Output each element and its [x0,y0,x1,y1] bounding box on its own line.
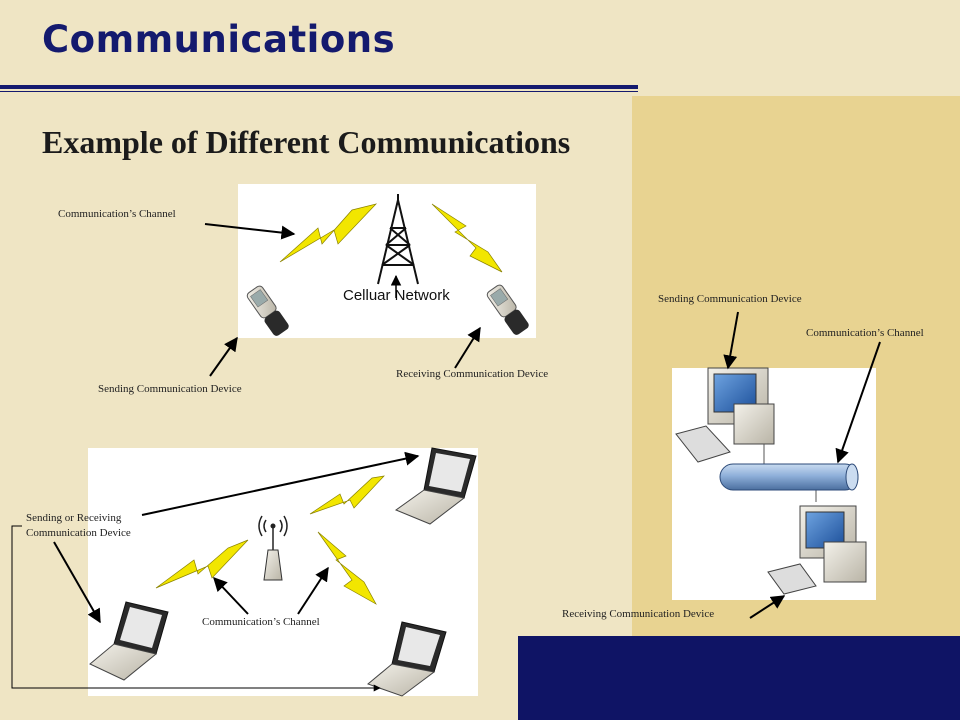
laptop-icon [367,621,447,697]
navy-corner-block [518,636,960,720]
laptop-icon [394,447,477,525]
wireless-router-icon [258,515,288,581]
sending-arrow [209,336,238,377]
laptop-icon [89,601,169,681]
slide-subtitle: Example of Different Communications [42,124,571,160]
wired-sending-label: Sending Communication Device [658,293,802,305]
cellular-tower-icon [377,194,419,285]
device-to-laptop-arrow [141,451,420,516]
sending-arrow [723,311,739,370]
channel-arrow [213,576,249,615]
desktop-computer-icon [767,505,867,595]
cell-phone-icon [486,284,529,335]
cellular-channel-label: Communication’s Channel [58,208,176,220]
cellular-receiving-label: Receiving Communication Device [396,368,549,380]
network-cable-pipe [719,463,859,491]
channel-arrow [204,223,296,240]
cellular-sending-label: Sending Communication Device [98,383,242,395]
wireless-device-label-line2: Communication Device [26,527,131,539]
receiving-arrow [454,326,481,369]
wireless-device-label-line1: Sending or Receiving [26,512,122,524]
lightning-bolt-icon [279,203,503,273]
device-arrow [53,541,101,624]
cell-phone-icon [246,285,289,336]
receiving-arrow [749,595,786,619]
desktop-computer-icon [675,367,775,463]
channel-arrow [835,341,881,464]
wired-receiving-label: Receiving Communication Device [562,608,715,620]
wireless-channel-label: Communication’s Channel [202,616,320,628]
channel-arrow [297,566,329,615]
title-rule-thin [0,91,638,92]
wired-channel-label: Communication’s Channel [806,327,924,339]
slide-title: Communications [42,18,396,61]
lightning-bolt-icon [155,475,385,605]
title-rule [0,85,638,89]
bracket-connector [11,525,381,692]
